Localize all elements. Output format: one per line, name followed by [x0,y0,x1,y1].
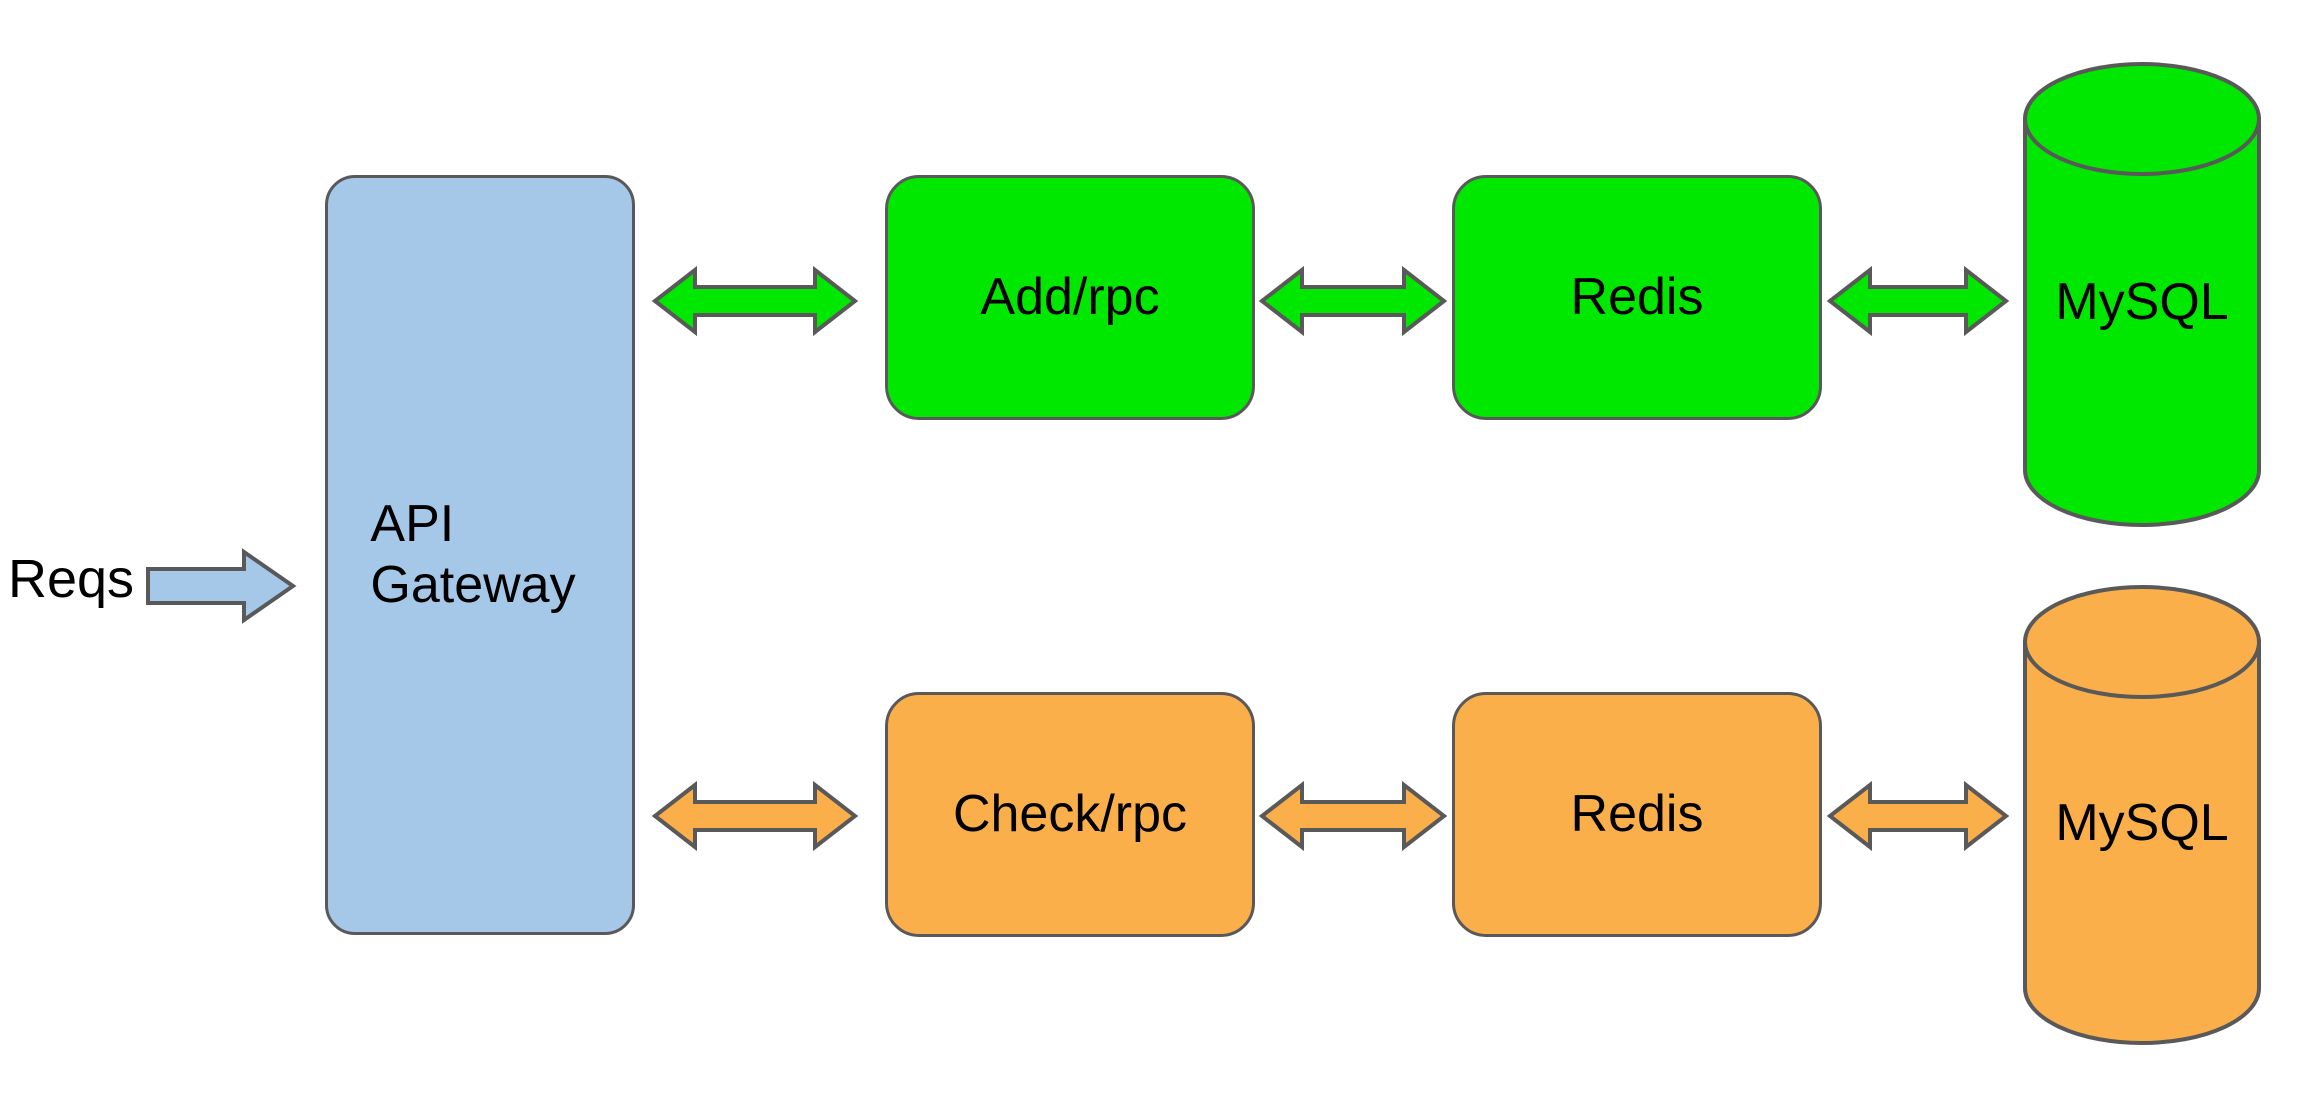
node-api-gateway[interactable]: API Gateway [325,175,635,935]
connector-checkrpc-to-redis [1258,780,1448,852]
node-mysql-green[interactable]: MySQL [2022,62,2262,527]
node-add-rpc[interactable]: Add/rpc [885,175,1255,420]
node-check-rpc[interactable]: Check/rpc [885,692,1255,937]
node-redis-orange[interactable]: Redis [1452,692,1822,937]
node-check-rpc-label: Check/rpc [952,784,1188,843]
connector-redis-to-mysql-orange [1826,780,2010,852]
node-api-gateway-label: API Gateway [370,494,576,614]
node-redis-green[interactable]: Redis [1452,175,1822,420]
connector-gateway-to-addrpc [651,265,859,337]
connector-gateway-to-checkrpc [651,780,859,852]
node-redis-orange-label: Redis [1570,784,1704,843]
node-add-rpc-label: Add/rpc [980,267,1160,326]
connector-addrpc-to-redis [1258,265,1448,337]
reqs-label: Reqs [8,549,135,609]
node-redis-green-label: Redis [1570,267,1704,326]
reqs-inbound-arrow [146,548,297,624]
connector-redis-to-mysql-green [1826,265,2010,337]
node-mysql-orange[interactable]: MySQL [2022,585,2262,1045]
